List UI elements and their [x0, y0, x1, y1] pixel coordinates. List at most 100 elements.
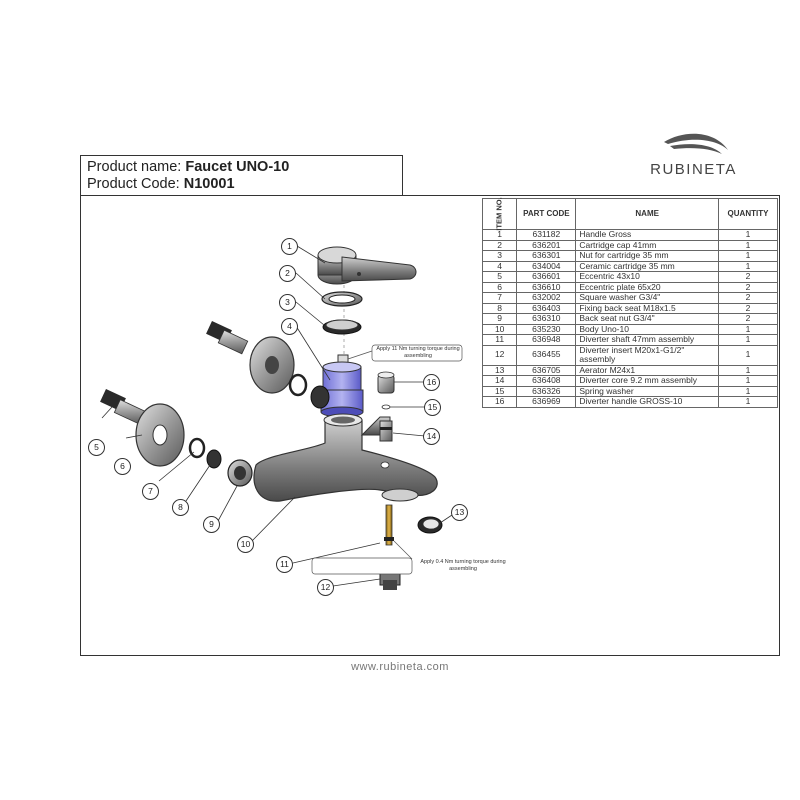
cell-part-name: Nut for cartridge 35 mm	[575, 250, 719, 262]
cell-item-no: 13	[481, 364, 518, 376]
cell-part-name: Cartridge cap 41mm	[575, 239, 719, 251]
cell-part-name: Diverter insert M20x1-G1/2" assembly	[575, 344, 719, 366]
cell-part-code: 636601	[516, 271, 577, 283]
callout-number: 1	[281, 238, 298, 255]
cell-part-code: 636705	[516, 364, 577, 376]
cell-quantity: 1	[718, 250, 778, 262]
callout-number: 11	[276, 556, 293, 573]
cell-item-no: 8	[481, 302, 518, 314]
product-name: Faucet UNO-10	[185, 159, 290, 175]
cell-part-code: 635230	[516, 323, 577, 335]
cell-item-no: 2	[481, 239, 518, 251]
cell-item-no: 10	[481, 323, 518, 335]
cell-item-no: 16	[481, 396, 518, 408]
cell-part-code: 632002	[516, 292, 577, 304]
header-item-no: ITEM NO.	[481, 198, 518, 231]
part-eccentric-lower	[100, 389, 253, 487]
cell-quantity: 1	[718, 229, 778, 241]
cell-part-name: Eccentric 43x10	[575, 271, 719, 283]
cell-item-no: 14	[481, 375, 518, 387]
cell-part-code: 636455	[516, 344, 577, 366]
cell-part-name: Fixing back seat M18x1.5	[575, 302, 719, 314]
callout-number: 8	[172, 499, 189, 516]
cell-item-no: 1	[481, 229, 518, 241]
header-part-code: PART CODE	[516, 198, 577, 230]
cell-quantity: 2	[718, 281, 778, 293]
cell-quantity: 1	[718, 344, 778, 366]
content-frame	[80, 195, 780, 656]
callout-number: 3	[279, 294, 296, 311]
cell-quantity: 2	[718, 292, 778, 304]
callout-number: 12	[317, 579, 334, 596]
torque-note-cartridge: Apply 11 Nm turning torque during assemb…	[376, 346, 460, 359]
callout-number: 6	[114, 458, 131, 475]
cell-part-name: Aerator M24x1	[575, 364, 719, 376]
part-handle	[317, 246, 417, 285]
callout-number: 10	[237, 536, 254, 553]
cell-part-name: Handle Gross	[575, 229, 719, 241]
torque-note-box-2	[311, 557, 413, 575]
part-cartridge	[320, 354, 364, 418]
cell-part-code: 636201	[516, 239, 577, 251]
cell-part-name: Body Uno-10	[575, 323, 719, 335]
cell-part-code: 636408	[516, 375, 577, 387]
cell-item-no: 4	[481, 260, 518, 272]
product-name-line: Product name: Faucet UNO-10	[87, 159, 396, 176]
cell-quantity: 1	[718, 239, 778, 251]
callout-number: 15	[424, 399, 441, 416]
product-code: N10001	[183, 176, 235, 192]
cell-item-no: 15	[481, 385, 518, 397]
cell-part-code: 636301	[516, 250, 577, 262]
callout-number: 5	[88, 439, 105, 456]
cell-part-name: Back seat nut G3/4"	[575, 313, 719, 325]
brand-name: RUBINETA	[650, 161, 737, 178]
part-eccentric-upper	[206, 321, 330, 409]
cell-quantity: 2	[718, 302, 778, 314]
cell-quantity: 1	[718, 323, 778, 335]
product-name-label: Product name:	[87, 159, 182, 175]
cell-quantity: 1	[718, 334, 778, 346]
callout-number: 2	[279, 265, 296, 282]
cell-part-code: 636310	[516, 313, 577, 325]
logo-swoosh-icon	[664, 133, 728, 154]
rubineta-logo: RUBINETA	[636, 128, 751, 183]
part-body	[253, 413, 438, 502]
cell-quantity: 1	[718, 385, 778, 397]
cell-item-no: 12	[481, 344, 518, 366]
cell-part-name: Ceramic cartridge 35 mm	[575, 260, 719, 272]
callout-number: 16	[423, 374, 440, 391]
cell-part-name: Diverter core 9.2 mm assembly	[575, 375, 719, 387]
product-code-label: Product Code:	[87, 176, 180, 192]
cell-item-no: 3	[481, 250, 518, 262]
cell-part-name: Diverter shaft 47mm assembly	[575, 334, 719, 346]
cell-item-no: 7	[481, 292, 518, 304]
cell-item-no: 6	[481, 281, 518, 293]
cell-part-code: 636969	[516, 396, 577, 408]
cell-part-name: Square washer G3/4"	[575, 292, 719, 304]
cell-quantity: 1	[718, 364, 778, 376]
cell-quantity: 1	[718, 375, 778, 387]
cell-part-code: 634004	[516, 260, 577, 272]
header-quantity: QUANTITY	[718, 198, 778, 230]
cell-quantity: 1	[718, 396, 778, 408]
callout-number: 7	[142, 483, 159, 500]
exploded-view-drawing	[100, 245, 463, 590]
cell-part-code: 631182	[516, 229, 577, 241]
